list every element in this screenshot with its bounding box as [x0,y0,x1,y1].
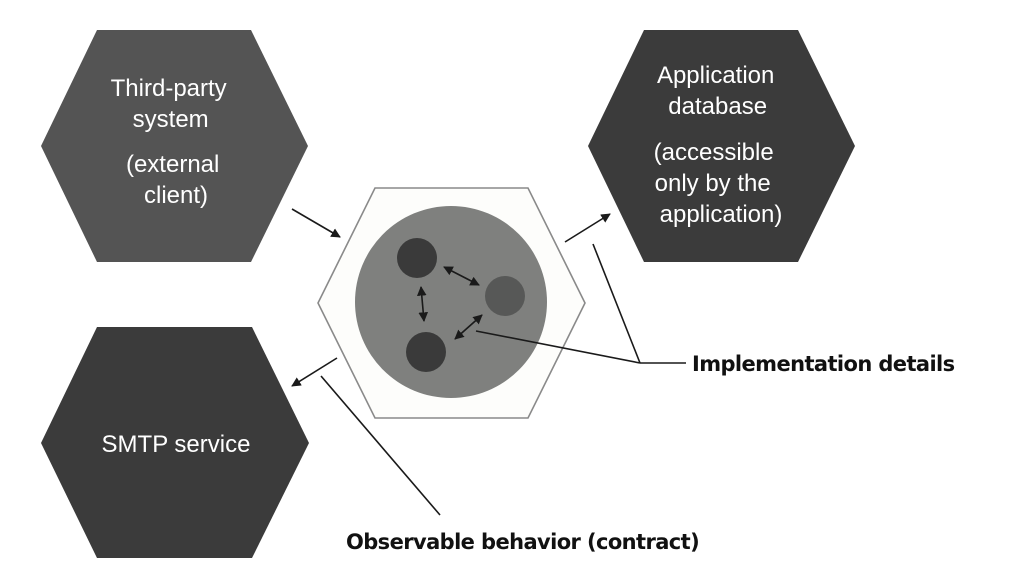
smtp-service-node: SMTP service [41,327,309,558]
third-party-line-4: client) [144,182,208,209]
application-database-node: Application database (accessible only by… [588,30,855,262]
leader-line-database-connection [592,243,641,364]
database-hexagon [588,30,855,262]
third-party-line-2: system [133,106,209,133]
database-line-1: Application [657,62,774,89]
inner-double-arrow-right-bottom [454,314,483,340]
database-line-2: database [668,93,767,120]
leader-line-inner-components [475,330,641,364]
observable-behavior-callout: Observable behavior (contract) [320,375,700,554]
third-party-line-3: (external [126,151,219,178]
implementation-details-label: Implementation details [692,352,955,376]
inner-component-bottom [406,332,446,372]
arrow-third-party-to-application [291,208,341,238]
database-line-3: (accessible [654,139,774,166]
smtp-hexagon [41,327,309,558]
third-party-system-node: Third-party system (external client) [41,30,308,262]
inner-component-top [397,238,437,278]
third-party-line-1: Third-party [111,75,227,102]
third-party-hexagon [41,30,308,262]
inner-double-arrow-top-right [443,266,480,286]
database-line-5: application) [660,201,783,228]
inner-double-arrow-top-bottom [416,286,429,322]
arrow-application-to-smtp [291,357,338,387]
arrow-application-to-database [564,213,611,243]
observable-behavior-label: Observable behavior (contract) [346,530,699,554]
leader-line-observable [320,375,441,516]
application-node [317,187,586,419]
implementation-details-callout: Implementation details [475,243,955,376]
database-label: Application database (accessible only by… [654,62,783,228]
third-party-label: Third-party system (external client) [111,75,234,209]
database-line-4: only by the [655,170,771,197]
inner-component-right [485,276,525,316]
smtp-label: SMTP service [102,431,251,458]
